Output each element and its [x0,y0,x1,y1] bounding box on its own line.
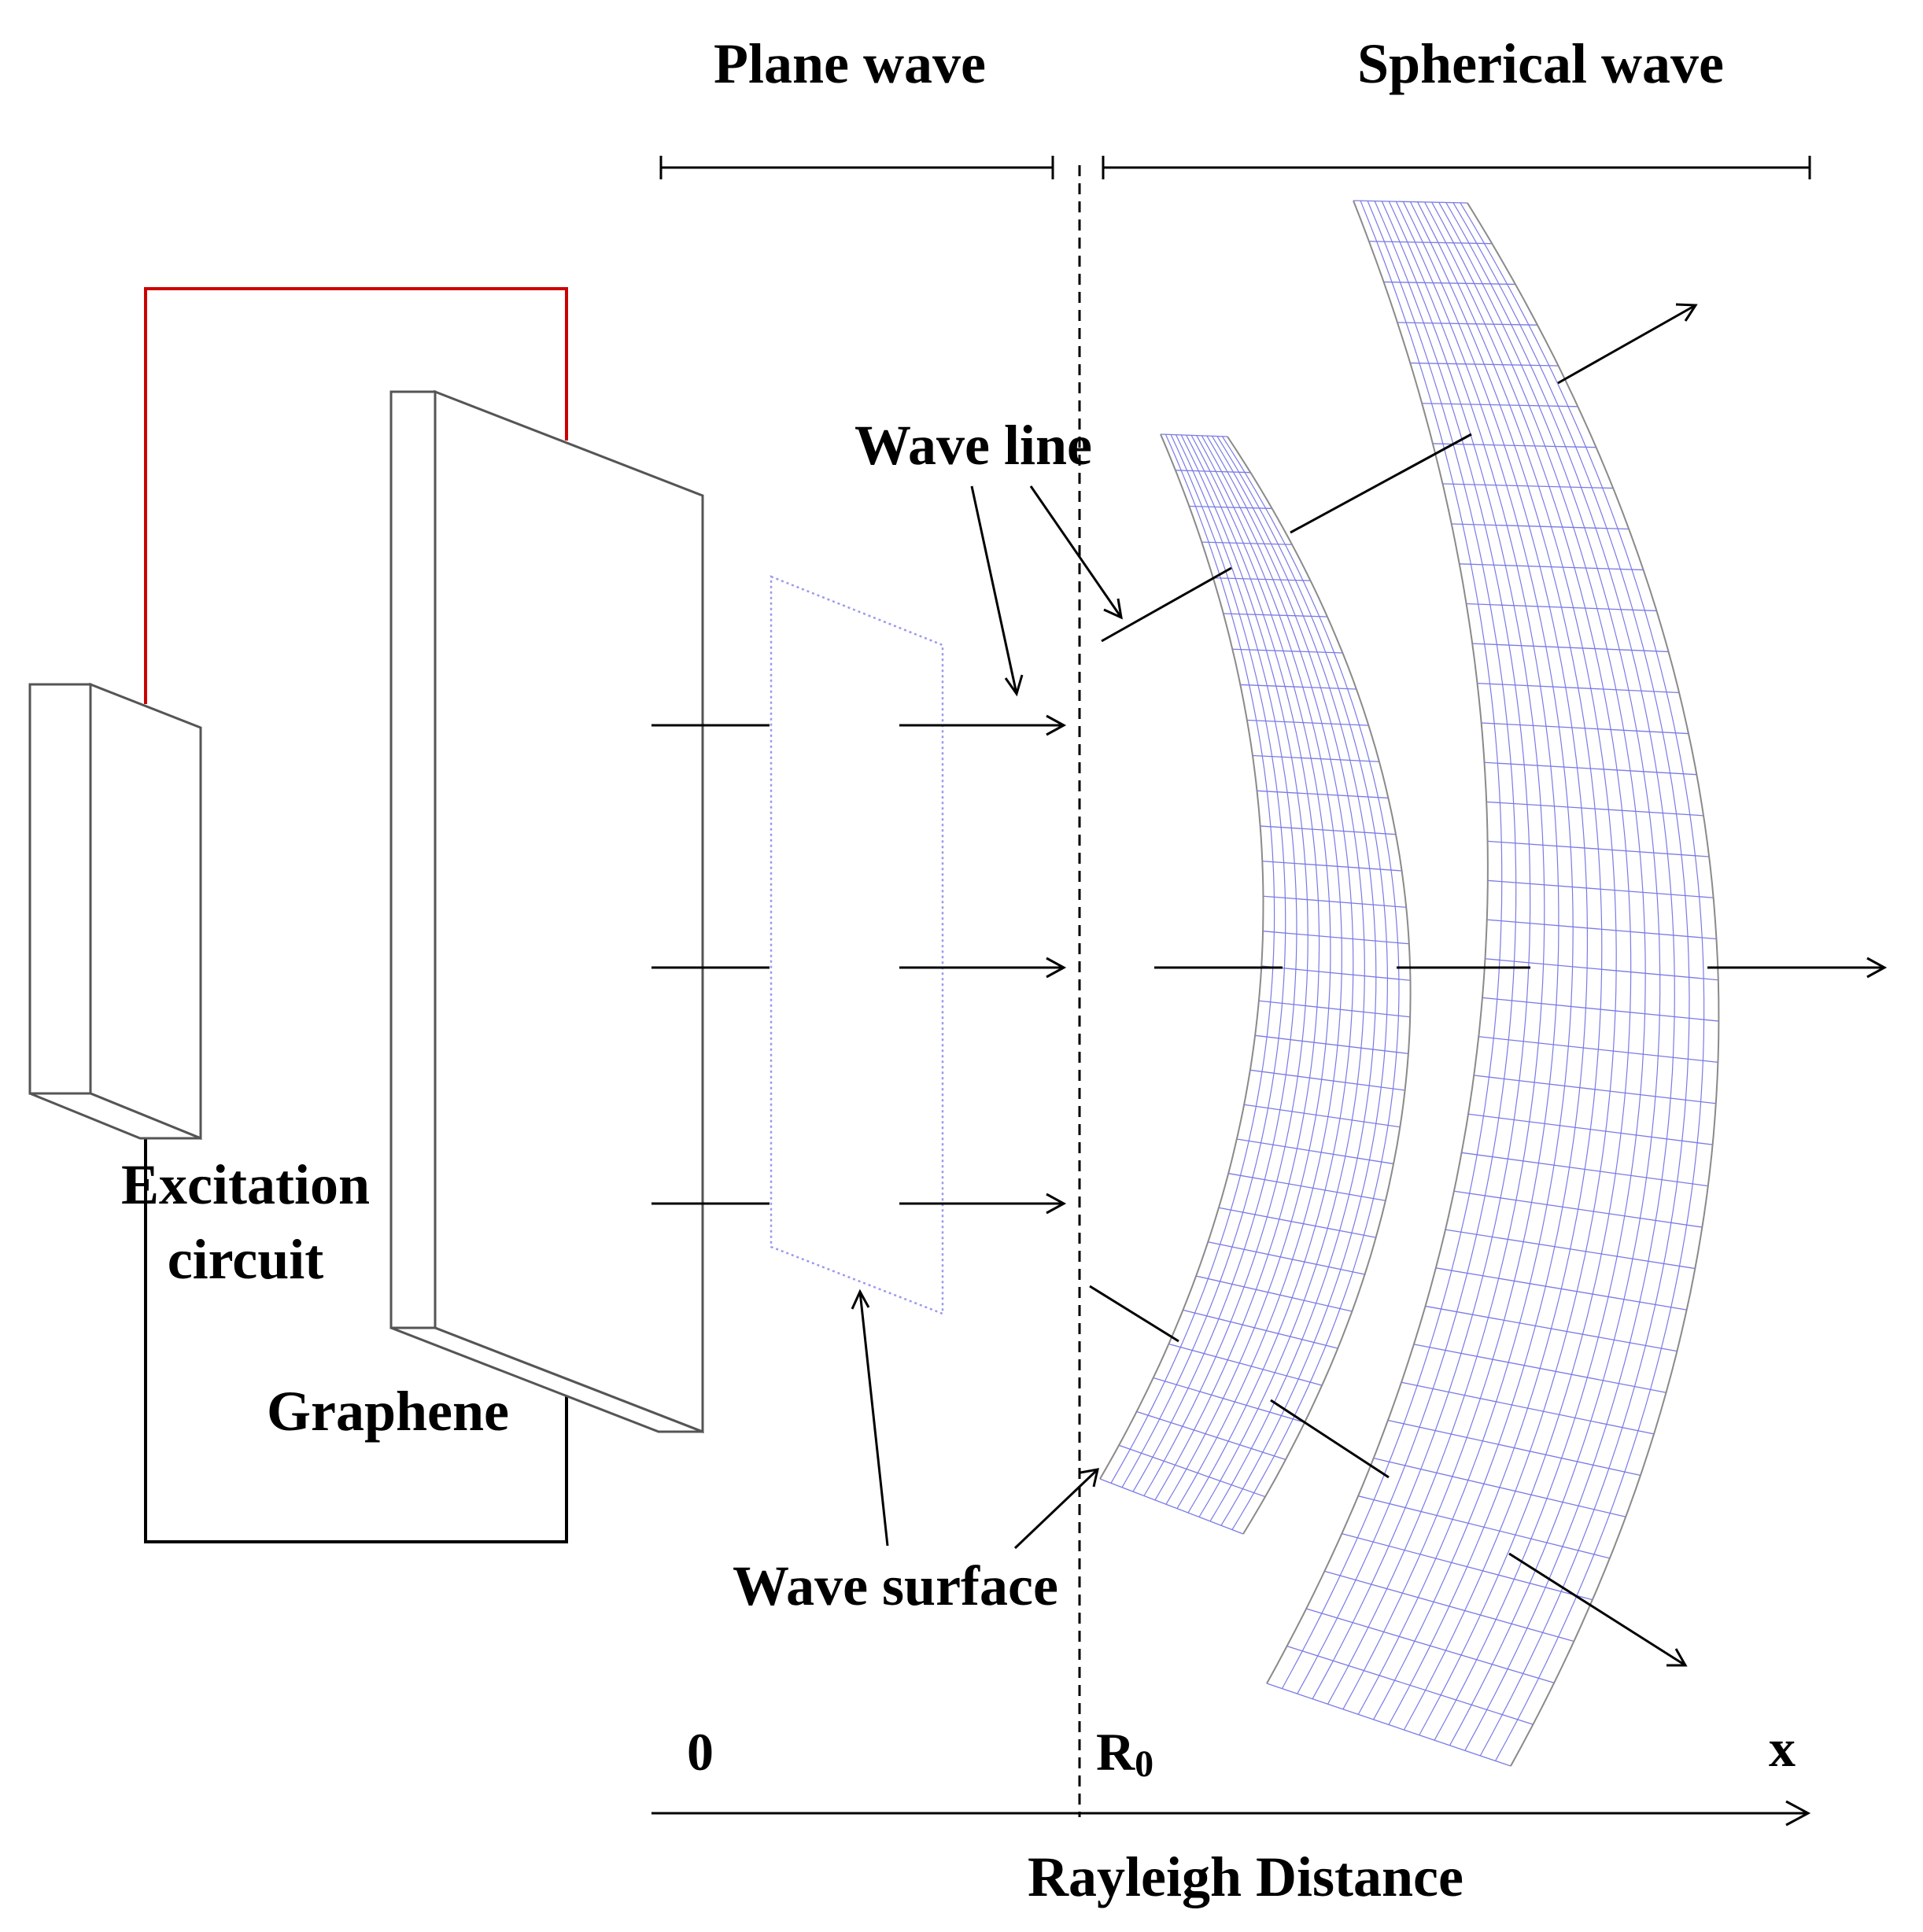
mesh-line [1201,541,1293,545]
mesh-line [1212,577,1311,581]
mesh-curve [1342,201,1559,1710]
circuit-wire-top [144,287,568,704]
wave-line-label: Wave line [854,414,1092,477]
mesh-curve [1297,201,1517,1694]
mesh-curve [1403,201,1617,1731]
mesh-line [1255,1034,1408,1055]
x-axis-label: x [1769,1718,1796,1778]
shell-edge [1099,433,1264,1480]
mesh-curve [1198,435,1365,1517]
mesh-curve [1452,202,1690,1757]
mesh-curve [1312,201,1531,1699]
mesh-curve [1165,435,1331,1505]
mesh-curve [1143,434,1308,1496]
mesh-curve [1132,434,1297,1492]
excitation-label-line2: circuit [168,1228,324,1291]
mesh-line [1240,684,1356,690]
mesh-curve [1327,201,1545,1705]
mesh-line [1136,1410,1286,1461]
mesh-line [1175,470,1251,474]
mesh-line [1099,1478,1244,1535]
plane-wave-lines [651,714,1067,1215]
mesh-line [1260,825,1397,835]
mesh-curve [1438,202,1661,1746]
wave-surface-label: Wave surface [733,1554,1058,1617]
excitation-circuit-box [28,682,202,1141]
mesh-curve [1121,434,1286,1488]
mesh-curve [1419,201,1632,1735]
mesh-line [1195,1275,1353,1312]
spherical-wave-bracket [1102,156,1811,179]
origin-label: 0 [687,1722,714,1782]
spherical-wavefronts [1099,200,1720,1767]
mesh-curve [1216,436,1389,1526]
mesh-curve [1187,435,1354,1514]
mesh-curve [1176,435,1342,1510]
spherical-wave-label: Spherical wave [1357,32,1724,95]
wave-surface-leaders [851,1289,1099,1550]
shell-edge [1467,202,1720,1767]
mesh-line [1263,895,1407,909]
mesh-curve [1281,200,1503,1689]
mesh-line [1261,965,1411,981]
mesh-line [1223,613,1327,618]
mesh-line [1236,1138,1394,1165]
outer-wavefront [1266,200,1720,1767]
shell-edge [1266,200,1489,1684]
mesh-curve [1154,434,1320,1501]
mesh-line [1252,754,1379,762]
mesh-line [1208,1241,1365,1275]
circuit-wire-bottom [144,1105,568,1543]
mesh-curve [1445,202,1675,1751]
rayleigh-distance-label: Rayleigh Distance [1028,1845,1463,1908]
mesh-line [1244,1104,1401,1128]
mesh-line [1232,648,1343,654]
mesh-line [1228,1173,1386,1201]
plane-wave-label: Plane wave [714,32,986,95]
mesh-line [1263,931,1409,945]
mesh-curve [1388,201,1603,1725]
mesh-line [1262,861,1402,872]
plane-wave-bracket [659,156,1054,179]
excitation-label-line1: Excitation [121,1153,370,1216]
mesh-line [1189,505,1272,510]
mesh-curve [1110,433,1275,1484]
mesh-curve [1373,201,1588,1720]
graphene-slab [389,389,704,1434]
mesh-line [1246,719,1369,726]
mesh-line [1160,433,1228,437]
mesh-curve [1357,201,1574,1715]
mesh-line [1258,1000,1411,1018]
rayleigh-r0-label: R0 [1096,1722,1153,1785]
mesh-line [1183,1309,1338,1349]
spherical-wave-rays [1089,303,1888,1667]
mesh-curve [1431,201,1646,1741]
mesh-curve [1460,202,1705,1761]
graphene-label: Graphene [267,1380,509,1443]
mesh-line [1118,1444,1266,1498]
mesh-line [1257,790,1389,799]
mesh-curve [1209,435,1377,1522]
plane-wave-surface [770,575,944,1315]
mesh-line [1249,1069,1405,1091]
inner-wavefront [1099,433,1412,1535]
shell-edge [1227,436,1412,1535]
mesh-curve [1221,436,1400,1530]
x-axis [651,1800,1811,1827]
mesh-line [1168,1343,1323,1386]
mesh-line [1153,1377,1305,1423]
wave-line-leaders [970,485,1123,697]
mesh-line [1218,1207,1376,1238]
